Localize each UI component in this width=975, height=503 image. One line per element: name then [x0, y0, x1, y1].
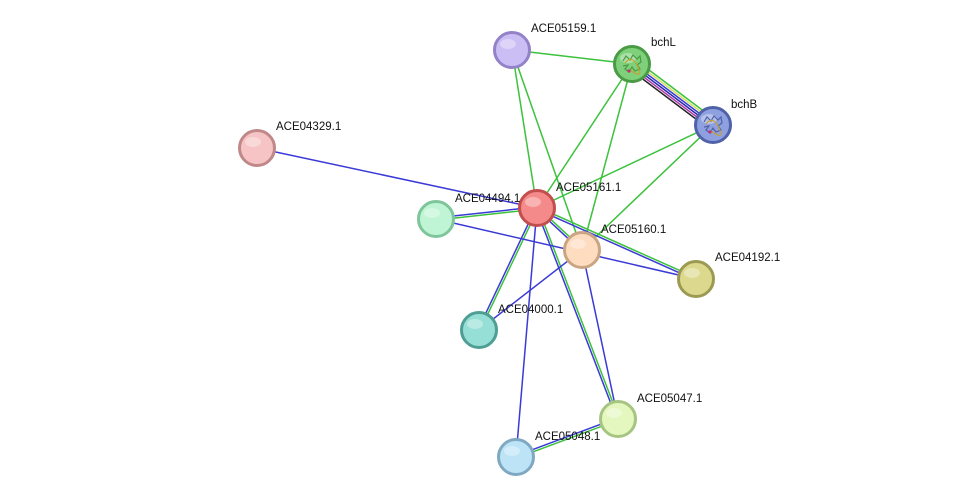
edge-line: [581, 124, 714, 251]
node-label-ACE04000.1: ACE04000.1: [498, 304, 563, 316]
edge-line: [535, 208, 618, 420]
node-highlight: [570, 239, 586, 249]
node-circle[interactable]: [677, 260, 715, 298]
node-highlight: [504, 446, 520, 456]
node-highlight: [245, 137, 261, 147]
node-circle[interactable]: [497, 438, 535, 476]
node-circle[interactable]: [493, 31, 531, 69]
edge-ACE05160.1-ACE05047.1: [581, 249, 619, 420]
node-ACE05159.1[interactable]: [493, 31, 531, 69]
edge-line: [479, 208, 539, 331]
nodes-layer: [238, 31, 732, 476]
protein-structure-icon: [622, 54, 642, 75]
node-ACE04329.1[interactable]: [238, 129, 276, 167]
node-highlight: [424, 208, 440, 218]
edge-bchL-ACE05161.1: [536, 63, 633, 209]
edge-ACE05161.1-ACE04192.1: [536, 206, 697, 281]
edge-line: [511, 49, 583, 251]
node-label-ACE04329.1: ACE04329.1: [276, 121, 341, 133]
node-label-ACE05159.1: ACE05159.1: [531, 23, 596, 35]
edge-line: [477, 207, 537, 330]
edge-bchB-ACE05161.1: [536, 124, 714, 209]
node-bchL[interactable]: [613, 45, 651, 83]
protein-structure-icon: [703, 115, 723, 136]
edge-line: [536, 208, 696, 281]
labels-layer: ACE05159.1 bchL bchB ACE04329.1ACE05161.1AC…: [276, 23, 780, 443]
node-label-bchL: bchL: [651, 37, 677, 49]
node-label-ACE05048.1: ACE05048.1: [535, 431, 600, 443]
edge-bchB-ACE05160.1: [581, 124, 714, 251]
node-circle[interactable]: [694, 106, 732, 144]
edge-bchL-ACE05160.1: [581, 63, 633, 251]
edge-line: [537, 206, 697, 279]
edge-line: [581, 63, 633, 251]
node-ACE04192.1[interactable]: [677, 260, 715, 298]
edge-ACE05159.1-ACE05160.1: [511, 49, 583, 251]
node-label-ACE04192.1: ACE04192.1: [715, 252, 780, 264]
node-ACE04000.1[interactable]: [460, 311, 498, 349]
edge-line: [581, 249, 619, 420]
node-highlight: [467, 319, 483, 329]
edge-ACE05161.1-ACE05047.1: [535, 207, 620, 420]
node-ACE05048.1[interactable]: [497, 438, 535, 476]
node-bchB[interactable]: [694, 106, 732, 144]
node-ACE05161.1[interactable]: [518, 189, 556, 227]
edge-line: [536, 63, 633, 209]
edge-line: [536, 124, 714, 209]
node-highlight: [525, 197, 541, 207]
node-ACE05047.1[interactable]: [599, 400, 637, 438]
edge-ACE05161.1-ACE04000.1: [477, 207, 539, 331]
node-ACE05160.1[interactable]: [563, 231, 601, 269]
node-highlight: [606, 408, 622, 418]
edge-line: [511, 49, 538, 209]
edge-line: [511, 49, 633, 65]
node-circle[interactable]: [613, 45, 651, 83]
edge-ACE04329.1-ACE05161.1: [256, 147, 538, 209]
node-circle[interactable]: [563, 231, 601, 269]
node-circle[interactable]: [417, 200, 455, 238]
edge-line: [478, 249, 583, 331]
node-label-ACE05161.1: ACE05161.1: [556, 182, 621, 194]
edge-line: [256, 147, 538, 209]
edge-ACE05159.1-ACE05161.1: [511, 49, 538, 209]
node-label-ACE05160.1: ACE05160.1: [601, 224, 666, 236]
node-circle[interactable]: [518, 189, 556, 227]
edge-line: [515, 207, 538, 458]
node-circle[interactable]: [238, 129, 276, 167]
node-highlight: [684, 268, 700, 278]
edge-line: [537, 207, 620, 419]
node-circle[interactable]: [460, 311, 498, 349]
edge-ACE05160.1-ACE04000.1: [478, 249, 583, 331]
node-circle[interactable]: [599, 400, 637, 438]
edge-ACE05159.1-bchL: [511, 49, 633, 65]
node-label-bchB: bchB: [731, 99, 758, 111]
node-highlight: [500, 39, 516, 49]
node-ACE04494.1[interactable]: [417, 200, 455, 238]
node-label-ACE05047.1: ACE05047.1: [637, 393, 702, 405]
node-label-ACE04494.1: ACE04494.1: [455, 193, 520, 205]
edge-ACE05161.1-ACE05048.1: [515, 207, 538, 458]
